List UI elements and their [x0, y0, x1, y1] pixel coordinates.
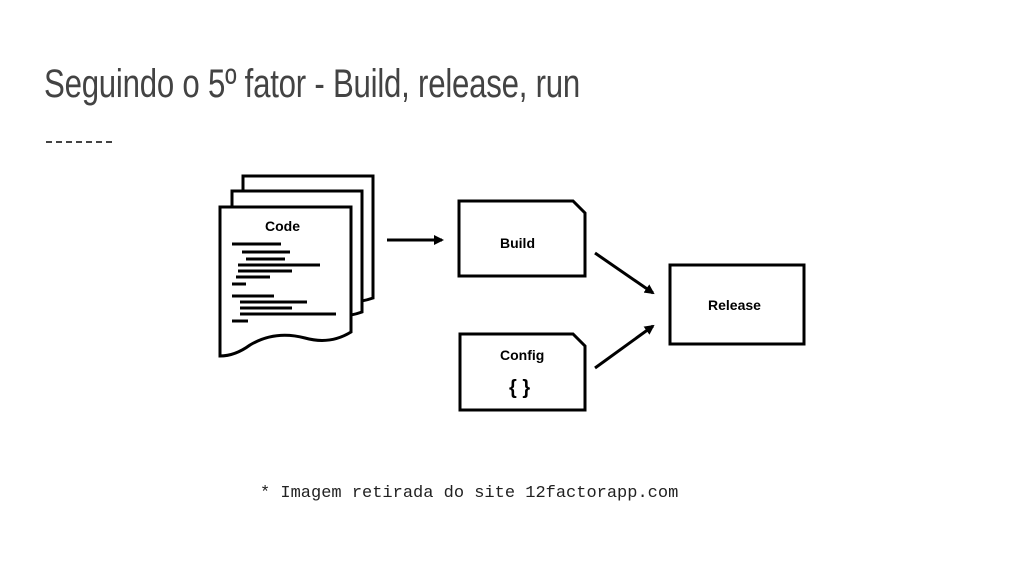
code-label: Code	[265, 218, 300, 234]
config-label: Config	[500, 347, 544, 363]
build-label: Build	[500, 235, 535, 251]
release-label: Release	[708, 297, 761, 313]
code-documents-icon: Code	[218, 174, 375, 358]
image-source-caption: * Imagem retirada do site 12factorapp.co…	[260, 484, 679, 503]
build-box: Build	[457, 199, 587, 278]
arrow-build-to-release	[594, 251, 655, 295]
title-underline	[46, 141, 112, 143]
config-braces-icon: { }	[509, 377, 530, 399]
slide-title: Seguindo o 5º fator - Build, release, ru…	[44, 62, 581, 106]
config-box: Config { }	[458, 332, 587, 412]
arrow-config-to-release	[594, 324, 655, 370]
release-box: Release	[668, 263, 806, 346]
code-lines	[232, 242, 336, 323]
